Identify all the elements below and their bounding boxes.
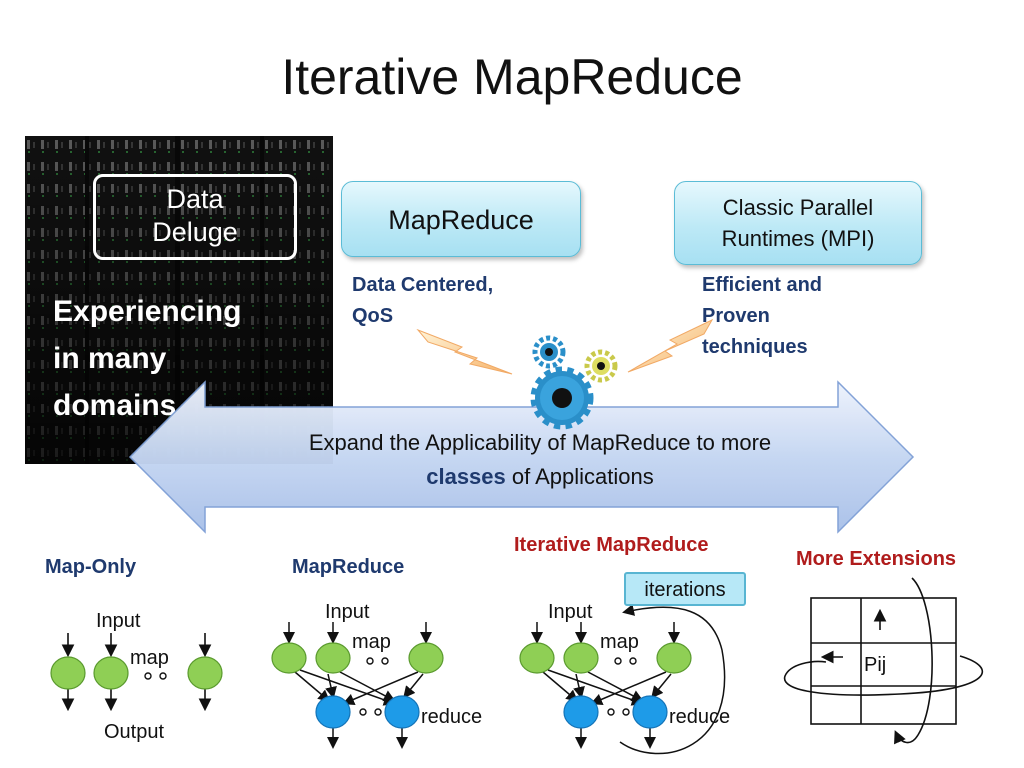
map-only-output-label: Output bbox=[104, 721, 165, 743]
iterative-map-label: map bbox=[600, 631, 639, 653]
lightning-left-icon bbox=[416, 328, 513, 375]
efficient-line3: techniques bbox=[702, 336, 808, 358]
map-node bbox=[519, 642, 555, 674]
mapreduce-box: MapReduce bbox=[341, 181, 581, 257]
gear-small-yellow-icon bbox=[584, 349, 618, 383]
pij-cell-label: Pij bbox=[864, 654, 887, 676]
map-node bbox=[563, 642, 599, 674]
slide-title: Iterative MapReduce bbox=[281, 49, 743, 105]
map-node bbox=[315, 642, 351, 674]
map-only-header: Map-Only bbox=[45, 556, 137, 578]
lightning-right-icon bbox=[627, 318, 714, 373]
mapreduce-map-nodes bbox=[271, 642, 444, 674]
gear-small-blue-icon bbox=[532, 335, 566, 369]
iteration-loop-curve bbox=[619, 604, 726, 755]
gear-large-blue-icon bbox=[530, 366, 594, 430]
efficient-line2: Proven bbox=[702, 305, 770, 327]
mapreduce-dots bbox=[359, 657, 389, 716]
map-only-dots bbox=[144, 672, 167, 680]
data-deluge-line1: Data bbox=[166, 184, 224, 214]
mapreduce-reduce-nodes bbox=[315, 695, 420, 729]
map-only-map-label: map bbox=[130, 647, 169, 669]
double-arrow bbox=[128, 380, 915, 534]
data-deluge-photo: Data Deluge Experiencing in many domains bbox=[25, 136, 333, 464]
reduce-node bbox=[315, 695, 351, 729]
arrow-caption-rest: of Applications bbox=[505, 464, 654, 489]
data-deluge-label-box: Data Deluge bbox=[93, 174, 297, 260]
iterative-reduce-label: reduce bbox=[669, 706, 731, 728]
reduce-node bbox=[384, 695, 420, 729]
caption-line3: domains bbox=[53, 389, 177, 422]
efficient-proven-note: Efficient and Proven techniques bbox=[702, 270, 822, 363]
iterative-map-nodes bbox=[519, 642, 692, 674]
iterative-diagram bbox=[531, 604, 726, 755]
classes-emphasis: classes bbox=[426, 464, 506, 489]
reduce-node bbox=[563, 695, 599, 729]
map-node bbox=[50, 656, 86, 690]
arrow-caption-line2: classes of Applications bbox=[210, 460, 870, 494]
data-centered-line1: Data Centered, bbox=[352, 274, 494, 296]
arrow-caption: Expand the Applicability of MapReduce to… bbox=[210, 426, 870, 494]
iterative-reduce-nodes bbox=[563, 695, 668, 729]
mapreduce-map-label: map bbox=[352, 631, 391, 653]
reduce-node bbox=[632, 695, 668, 729]
map-only-diagram bbox=[61, 633, 212, 712]
mpi-runtimes-box: Classic Parallel Runtimes (MPI) bbox=[674, 181, 922, 265]
horizontal-loop-curve bbox=[783, 655, 984, 696]
efficient-line1: Efficient and bbox=[702, 274, 823, 296]
iterative-input-label: Input bbox=[548, 601, 593, 623]
data-centered-note: Data Centered, QoS bbox=[352, 270, 493, 332]
mapreduce-header: MapReduce bbox=[292, 556, 405, 578]
mpi-box-line2: Runtimes (MPI) bbox=[721, 226, 875, 251]
map-node bbox=[656, 642, 692, 674]
arrow-caption-line1: Expand the Applicability of MapReduce to… bbox=[308, 430, 772, 455]
mpi-box-line1: Classic Parallel bbox=[722, 195, 874, 220]
map-only-nodes bbox=[50, 656, 223, 690]
map-node bbox=[271, 642, 307, 674]
more-extensions-header: More Extensions bbox=[796, 548, 957, 570]
data-deluge-line2: Deluge bbox=[152, 217, 238, 247]
extensions-grid bbox=[783, 577, 984, 745]
map-node bbox=[93, 656, 129, 690]
mapreduce-input-label: Input bbox=[325, 601, 370, 623]
mapreduce-diagram bbox=[283, 622, 432, 749]
mapreduce-reduce-label: reduce bbox=[421, 706, 483, 728]
map-only-input-label: Input bbox=[96, 610, 141, 632]
iterative-header: Iterative MapReduce bbox=[514, 534, 709, 556]
caption-line1: Experiencing bbox=[53, 295, 242, 328]
caption-line2: in many bbox=[53, 342, 167, 375]
experiencing-caption: Experiencing in many domains bbox=[53, 288, 241, 429]
data-centered-line2: QoS bbox=[352, 305, 394, 327]
map-node bbox=[187, 656, 223, 690]
iterative-dots bbox=[607, 657, 637, 716]
vertical-loop-curve bbox=[894, 577, 933, 745]
iterations-box: iterations bbox=[624, 572, 746, 606]
map-node bbox=[408, 642, 444, 674]
